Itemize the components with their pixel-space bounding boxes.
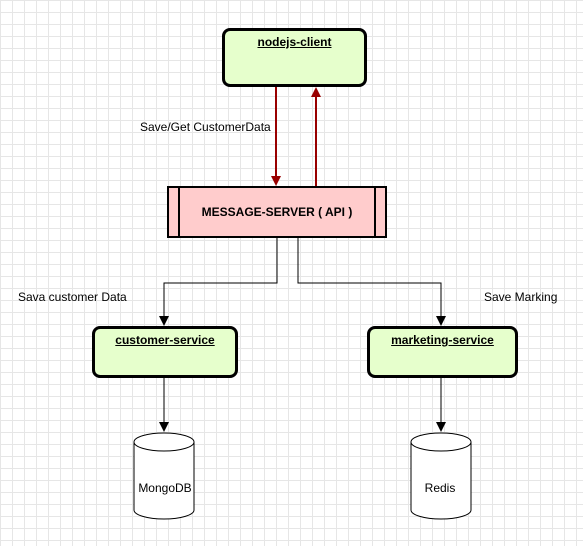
mongodb-label: MongoDB <box>138 481 192 495</box>
nodejs-client-label: nodejs-client <box>257 35 332 49</box>
redis-label: Redis <box>424 481 456 495</box>
save-marking-edge-label: Save Marking <box>484 290 558 304</box>
server-left-bar <box>178 188 180 236</box>
arrow-server-to-customer-service <box>159 238 278 326</box>
marketing-service-node[interactable]: marketing-service <box>367 326 518 378</box>
customer-service-node[interactable]: customer-service <box>92 326 238 378</box>
sava-customer-edge-label: Sava customer Data <box>18 290 127 304</box>
marketing-service-label: marketing-service <box>391 333 494 347</box>
arrow-server-to-marketing-service <box>297 238 446 326</box>
message-server-node[interactable]: MESSAGE-SERVER ( API ) <box>167 186 387 238</box>
message-server-label: MESSAGE-SERVER ( API ) <box>201 205 353 219</box>
mongodb-cylinder-icon <box>133 432 195 520</box>
save-get-edge-label: Save/Get CustomerData <box>140 120 271 134</box>
redis-cylinder-icon <box>410 432 472 520</box>
customer-service-label: customer-service <box>115 333 215 347</box>
server-right-bar <box>374 188 376 236</box>
nodejs-client-node[interactable]: nodejs-client <box>222 28 367 87</box>
